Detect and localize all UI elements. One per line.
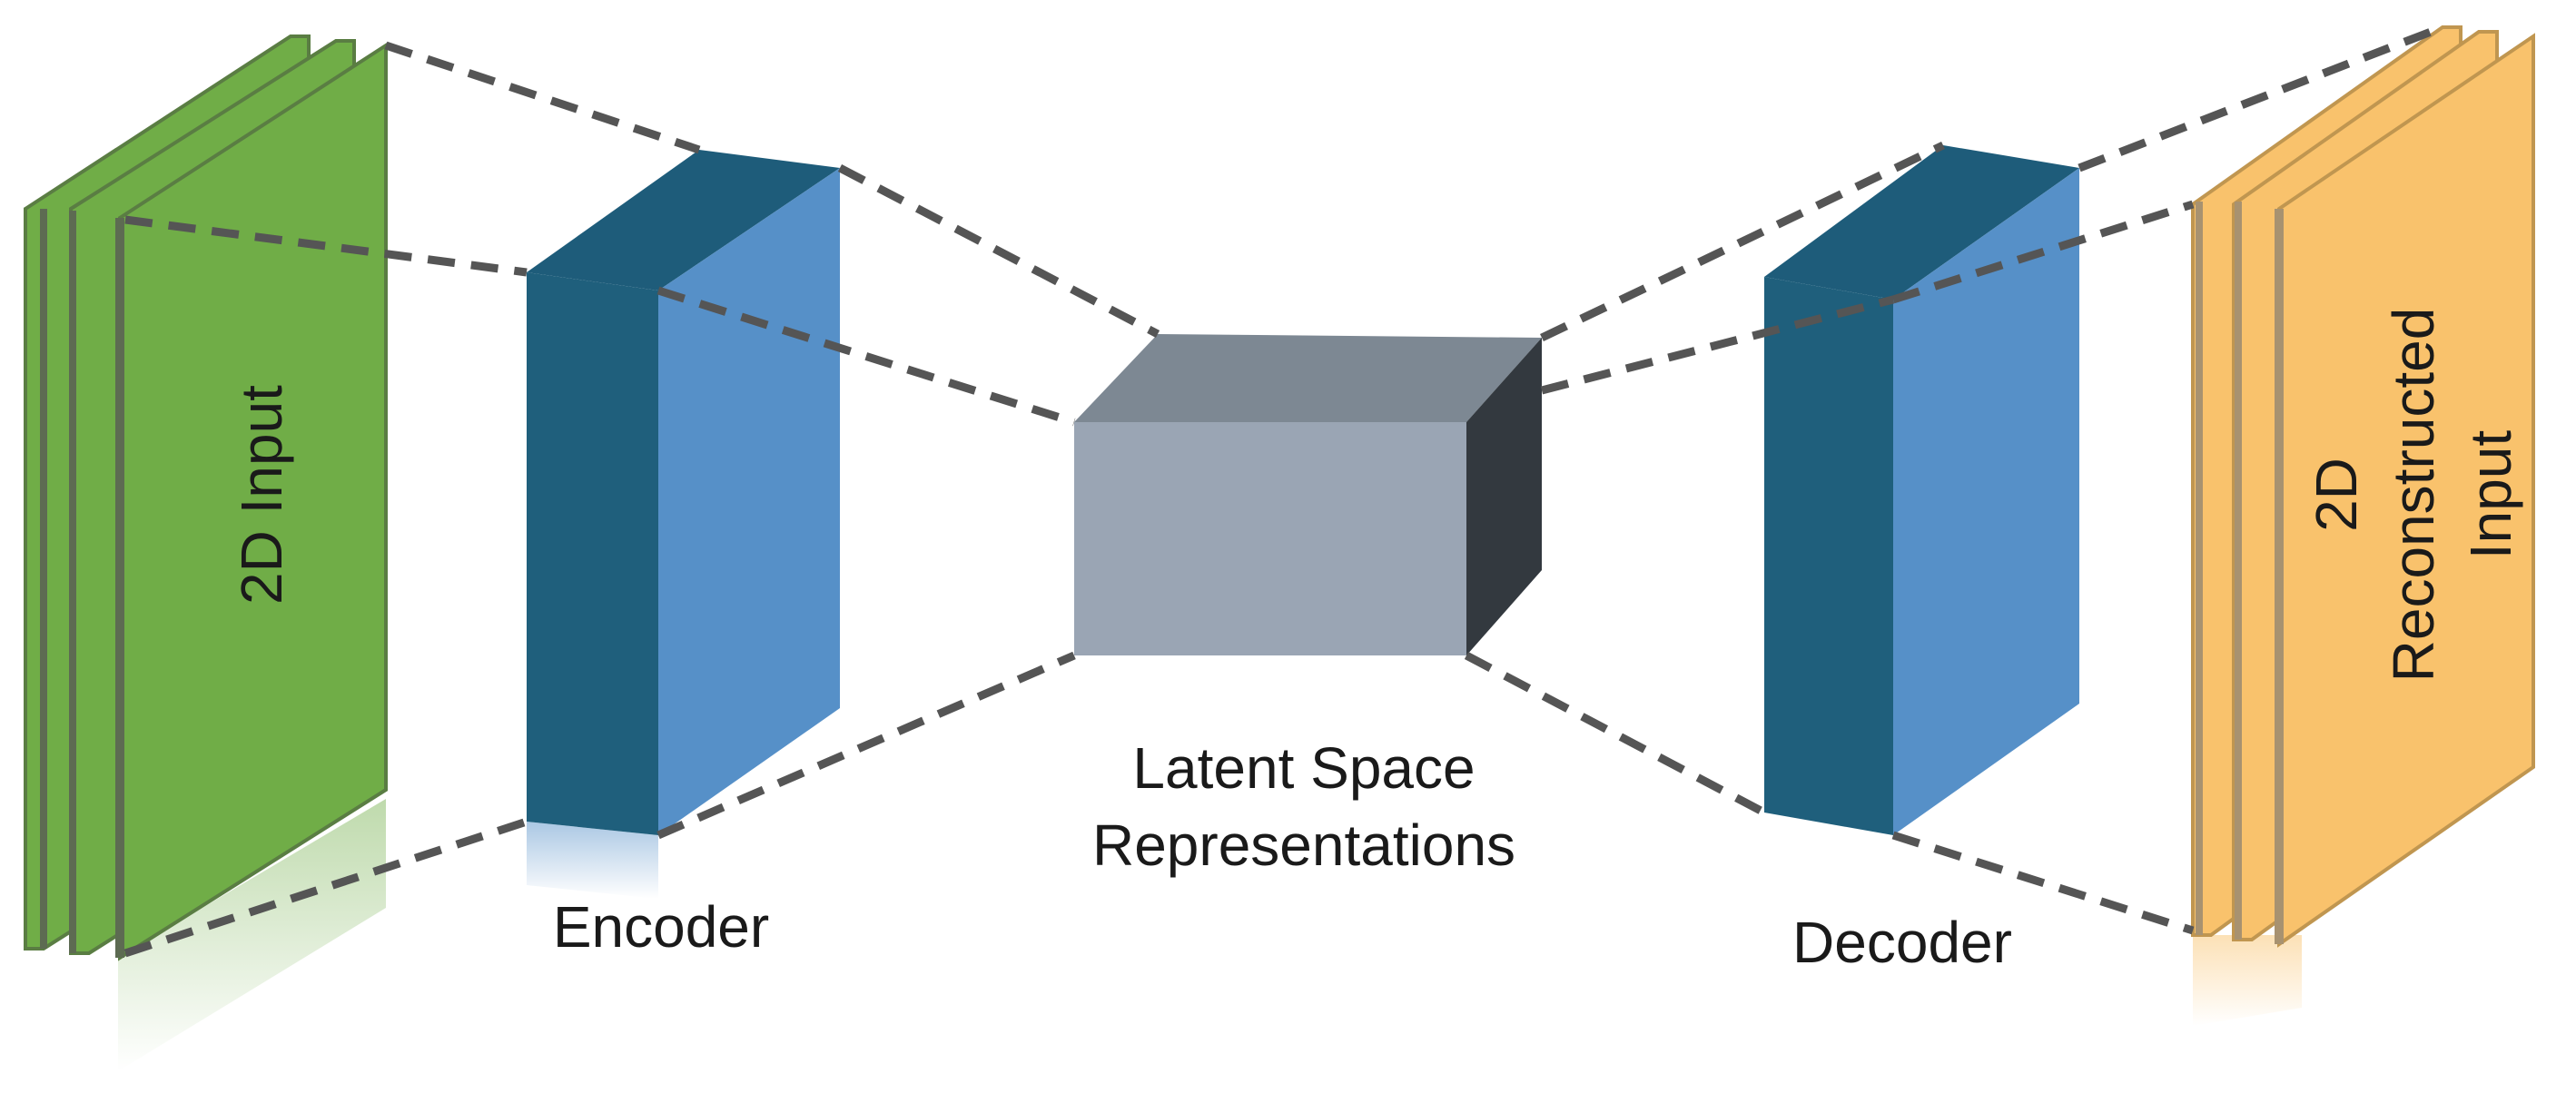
connector-decoder-output-bottom	[1891, 831, 2195, 935]
connector-encoder-latent-top	[837, 164, 1160, 338]
output-label-line1: 2D	[2304, 458, 2369, 532]
latent-space-block: Latent Space Representations	[1074, 334, 1542, 878]
latent-front-face	[1074, 422, 1466, 655]
latent-label-line2: Representations	[1092, 813, 1515, 878]
connector-decoder-output-mid	[1891, 200, 2195, 304]
encoder-front-face	[527, 272, 658, 835]
encoder-block: Encoder	[527, 150, 840, 960]
encoder-label: Encoder	[553, 894, 769, 960]
connector-encoder-latent-bottom	[656, 651, 1076, 840]
latent-label-line1: Latent Space	[1132, 735, 1475, 801]
connector-latent-decoder-top	[1540, 141, 1945, 342]
input-layer-reflection	[118, 799, 386, 1071]
encoder-reflection	[527, 822, 658, 899]
decoder-side-face	[1893, 168, 2079, 835]
connector-latent-decoder-bottom	[1464, 652, 1767, 816]
connector-input-encoder-top	[384, 41, 701, 154]
input-layer-stack: 2D Input	[24, 34, 388, 1071]
input-layer-label: 2D Input	[229, 385, 294, 605]
latent-top-face	[1074, 334, 1542, 422]
output-layer-stack: 2D Reconstructed Input	[2191, 25, 2535, 1026]
encoder-top-face	[527, 150, 840, 291]
output-layer-reflection	[2193, 935, 2302, 1026]
connector-latent-decoder-mid	[1540, 295, 1895, 395]
output-label-line3: Input	[2458, 430, 2523, 560]
decoder-front-face	[1764, 277, 1893, 835]
decoder-label: Decoder	[1792, 910, 2012, 975]
connector-encoder-latent-mid	[656, 286, 1076, 427]
connector-input-encoder-mid	[124, 215, 528, 277]
connector-lines	[123, 23, 2444, 958]
decoder-block: Decoder	[1764, 145, 2079, 975]
connector-decoder-output-top	[2078, 23, 2444, 172]
connector-input-encoder-bottom	[123, 817, 528, 958]
output-label-line2: Reconstructed	[2381, 308, 2446, 683]
latent-side-face	[1466, 338, 1542, 655]
decoder-top-face	[1764, 145, 2079, 300]
